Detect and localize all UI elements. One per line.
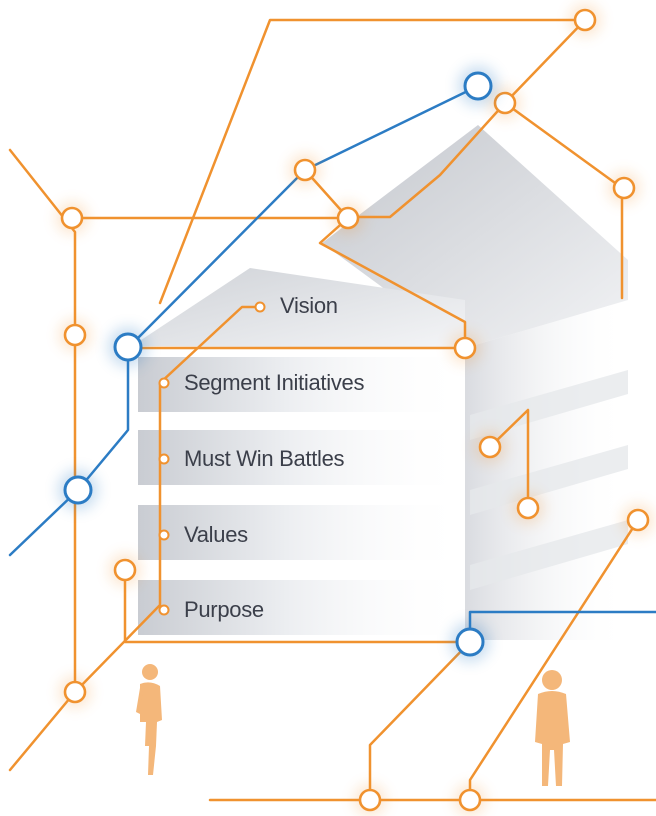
must-win-battles-label: Must Win Battles xyxy=(184,446,345,471)
node-blue xyxy=(58,470,98,510)
purpose-marker xyxy=(158,604,170,616)
must-win-battles-marker xyxy=(158,453,170,465)
node xyxy=(608,172,640,204)
node xyxy=(454,784,486,816)
vision-label: Vision xyxy=(280,293,338,318)
node xyxy=(332,202,364,234)
woman-figure-icon xyxy=(136,664,162,775)
node xyxy=(474,431,506,463)
house-structure xyxy=(132,125,628,640)
node xyxy=(109,554,141,586)
node xyxy=(56,202,88,234)
purpose-label: Purpose xyxy=(184,597,264,622)
node xyxy=(289,154,321,186)
values-marker xyxy=(158,529,170,541)
house-bands xyxy=(138,357,468,635)
values-label: Values xyxy=(184,522,248,547)
segment-initiatives-label: Segment Initiatives xyxy=(184,370,365,395)
node xyxy=(569,4,601,36)
node-blue xyxy=(458,66,498,106)
node xyxy=(59,319,91,351)
node xyxy=(512,492,544,524)
level-markers xyxy=(158,301,266,616)
node xyxy=(622,504,654,536)
vision-marker xyxy=(254,301,266,313)
node xyxy=(354,784,386,816)
man-figure-icon xyxy=(535,670,570,786)
node xyxy=(59,676,91,708)
network-nodes xyxy=(56,4,654,816)
node xyxy=(489,87,521,119)
node-blue xyxy=(108,327,148,367)
node xyxy=(449,332,481,364)
node-blue xyxy=(450,622,490,662)
segment-initiatives-marker xyxy=(158,377,170,389)
